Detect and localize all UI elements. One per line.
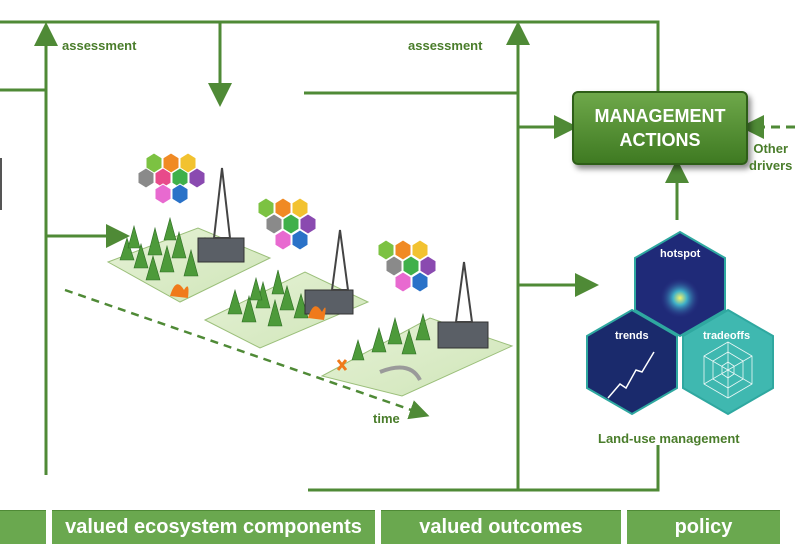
bottom-return-line: [308, 445, 660, 492]
other-drivers-label: Other drivers: [749, 141, 793, 173]
trends-label: trends: [615, 330, 649, 342]
hex-hotspot: [634, 230, 726, 338]
land-use-management-label: Land-use management: [598, 431, 740, 446]
footer-tab-valued-ecosystem-components: valued ecosystem components: [52, 510, 375, 544]
hotspot-label: hotspot: [660, 248, 701, 260]
landscape-plot-3: [320, 261, 514, 397]
management-line2: ACTIONS: [619, 130, 701, 150]
flow-lines: [0, 20, 795, 492]
management-actions-box: MANAGEMENT ACTIONS: [572, 91, 748, 165]
footer-tab-policy: policy: [627, 510, 780, 544]
tradeoffs-label: tradeoffs: [703, 330, 751, 342]
service-icons-cluster-2: [257, 197, 317, 251]
top-loop-line: [0, 20, 660, 91]
time-arrow: [64, 288, 430, 420]
landscape-plot-2: [203, 229, 370, 349]
hex-tradeoffs: [682, 308, 774, 416]
assessment-left-label: assessment: [62, 38, 137, 53]
footer-tab-partial: [0, 510, 46, 544]
footer-tab-valued-outcomes: valued outcomes: [381, 510, 621, 544]
management-line1: MANAGEMENT: [594, 106, 726, 126]
service-icons-cluster-1: [137, 152, 206, 205]
hex-trends: [586, 308, 678, 416]
service-icons-cluster-3: [377, 239, 437, 293]
landscape-plot-1: [106, 167, 272, 303]
left-panel-edge: [0, 158, 2, 210]
time-label: time: [373, 411, 400, 426]
assessment-right-label: assessment: [408, 38, 483, 53]
